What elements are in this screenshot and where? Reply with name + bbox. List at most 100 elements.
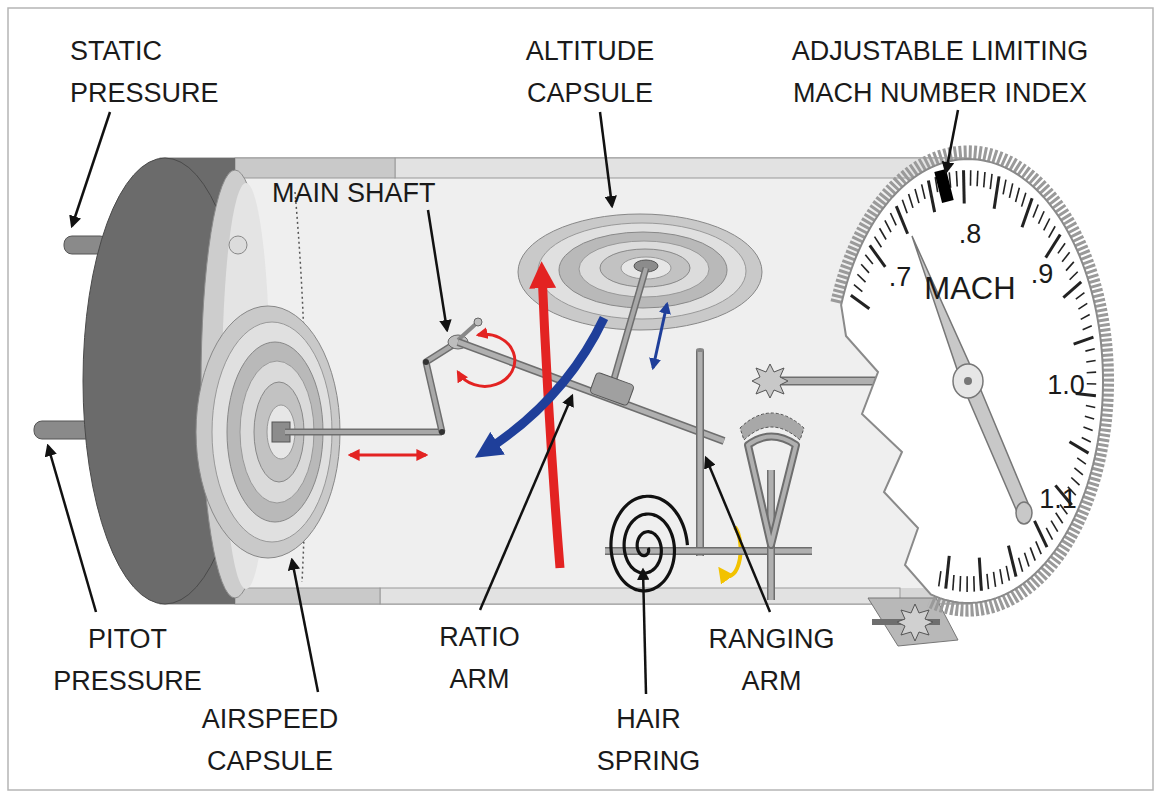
motion-arrow xyxy=(350,454,426,457)
dial-tick xyxy=(857,274,865,282)
dial-tick xyxy=(870,245,886,266)
altitude-capsule xyxy=(612,268,646,386)
dial-tick xyxy=(1046,528,1052,540)
dial-face xyxy=(841,159,1103,603)
dial-tick xyxy=(1019,558,1023,572)
dial-tick xyxy=(994,176,999,208)
dial-tick xyxy=(979,558,981,591)
leader-line xyxy=(292,560,318,692)
dial-tick xyxy=(1056,513,1063,523)
dial-tick xyxy=(1086,405,1095,407)
dial-tick xyxy=(851,295,869,309)
linkage-rod xyxy=(285,343,456,435)
ranging-arm xyxy=(698,350,703,556)
mach-pointer xyxy=(1016,502,1032,524)
dial-tick xyxy=(1000,569,1003,584)
dial-tick xyxy=(970,170,972,186)
adjustment-gear xyxy=(868,598,958,646)
leader-line xyxy=(48,110,958,694)
mach-pointer xyxy=(912,236,1032,524)
part-label: RATIO ARM xyxy=(412,616,547,700)
dial-tick xyxy=(861,264,869,273)
dial-number: 1.0 xyxy=(1036,364,1096,406)
leader-line xyxy=(643,570,646,694)
dial-tick xyxy=(984,172,985,187)
leader-line xyxy=(428,210,447,330)
dial-number: 1.1 xyxy=(1028,478,1088,520)
linkage-rod xyxy=(426,343,456,432)
ratio-arm xyxy=(458,342,724,441)
altitude-capsule xyxy=(518,214,762,386)
instrument-case xyxy=(229,236,247,254)
dial-tick xyxy=(1058,243,1065,253)
altitude-capsule xyxy=(612,268,646,386)
altitude-capsule xyxy=(518,214,762,330)
linkage-rod xyxy=(439,429,445,435)
dial-tick xyxy=(865,255,873,264)
dial-tick xyxy=(1074,337,1094,344)
dial-tick xyxy=(885,220,891,232)
part-label: PITOT PRESSURE xyxy=(40,618,215,702)
instrument-case xyxy=(235,588,380,604)
ratio-arm xyxy=(458,342,724,441)
dial-tick xyxy=(1077,458,1086,464)
dial-tick xyxy=(987,574,989,589)
hair-spring xyxy=(611,496,687,591)
hair-spring xyxy=(611,496,687,591)
linkage-rod xyxy=(285,429,442,436)
dial-tick xyxy=(915,189,919,203)
dial-tick xyxy=(1025,553,1029,567)
dial-tick xyxy=(909,194,913,208)
leader-line xyxy=(600,112,612,206)
limiting-index xyxy=(934,169,953,203)
dial-tick xyxy=(1083,326,1092,330)
dial-face xyxy=(837,152,1107,609)
leader-line xyxy=(480,396,572,610)
dial-tick xyxy=(1070,272,1078,280)
pointer-shaft xyxy=(752,364,788,398)
ratio-arm xyxy=(458,342,724,441)
part-label: HAIR SPRING xyxy=(576,698,721,782)
dial-tick xyxy=(1081,314,1090,319)
dial-tick xyxy=(1036,541,1041,554)
dial-legend: MACH xyxy=(920,268,1020,310)
ranging-arm xyxy=(605,348,812,556)
dial-tick xyxy=(1030,547,1035,560)
dial-tick xyxy=(854,285,862,292)
motion-arrow xyxy=(653,304,667,368)
dial-tick xyxy=(1022,198,1032,227)
part-label: STATIC PRESSURE xyxy=(70,30,240,114)
instrument-case xyxy=(395,158,965,178)
part-label: MAIN SHAFT xyxy=(272,172,502,214)
dial-tick xyxy=(1069,442,1088,453)
dial-tick xyxy=(922,184,925,198)
dial-tick xyxy=(1016,188,1020,202)
dial-tick xyxy=(1076,293,1085,300)
dial-tick xyxy=(1006,566,1009,581)
dial-tick xyxy=(959,576,961,592)
linkage-rod xyxy=(423,359,429,365)
dial-tick xyxy=(1085,416,1094,419)
mach-pointer xyxy=(964,377,972,385)
dial-tick xyxy=(1033,205,1038,218)
motion-arrow xyxy=(458,334,515,386)
leader-line xyxy=(48,446,96,612)
ratio-arm xyxy=(589,372,634,406)
dial-tick xyxy=(1063,282,1081,298)
motion-arrow xyxy=(350,272,741,576)
dial-tick xyxy=(956,171,958,186)
mach-pointer xyxy=(953,364,983,398)
ranging-arm xyxy=(696,348,704,352)
instrument-case xyxy=(160,158,970,604)
motion-arrow xyxy=(484,318,604,452)
dial-tick xyxy=(851,170,1096,592)
leader-line xyxy=(946,110,958,172)
figure-frame xyxy=(8,8,1153,790)
dial-tick xyxy=(1009,183,1012,198)
dial-tick xyxy=(1051,521,1058,532)
adjustment-gear xyxy=(897,604,933,641)
dial-tick xyxy=(1082,437,1091,441)
dial-tick xyxy=(1078,303,1087,309)
dial-face xyxy=(837,152,1107,609)
